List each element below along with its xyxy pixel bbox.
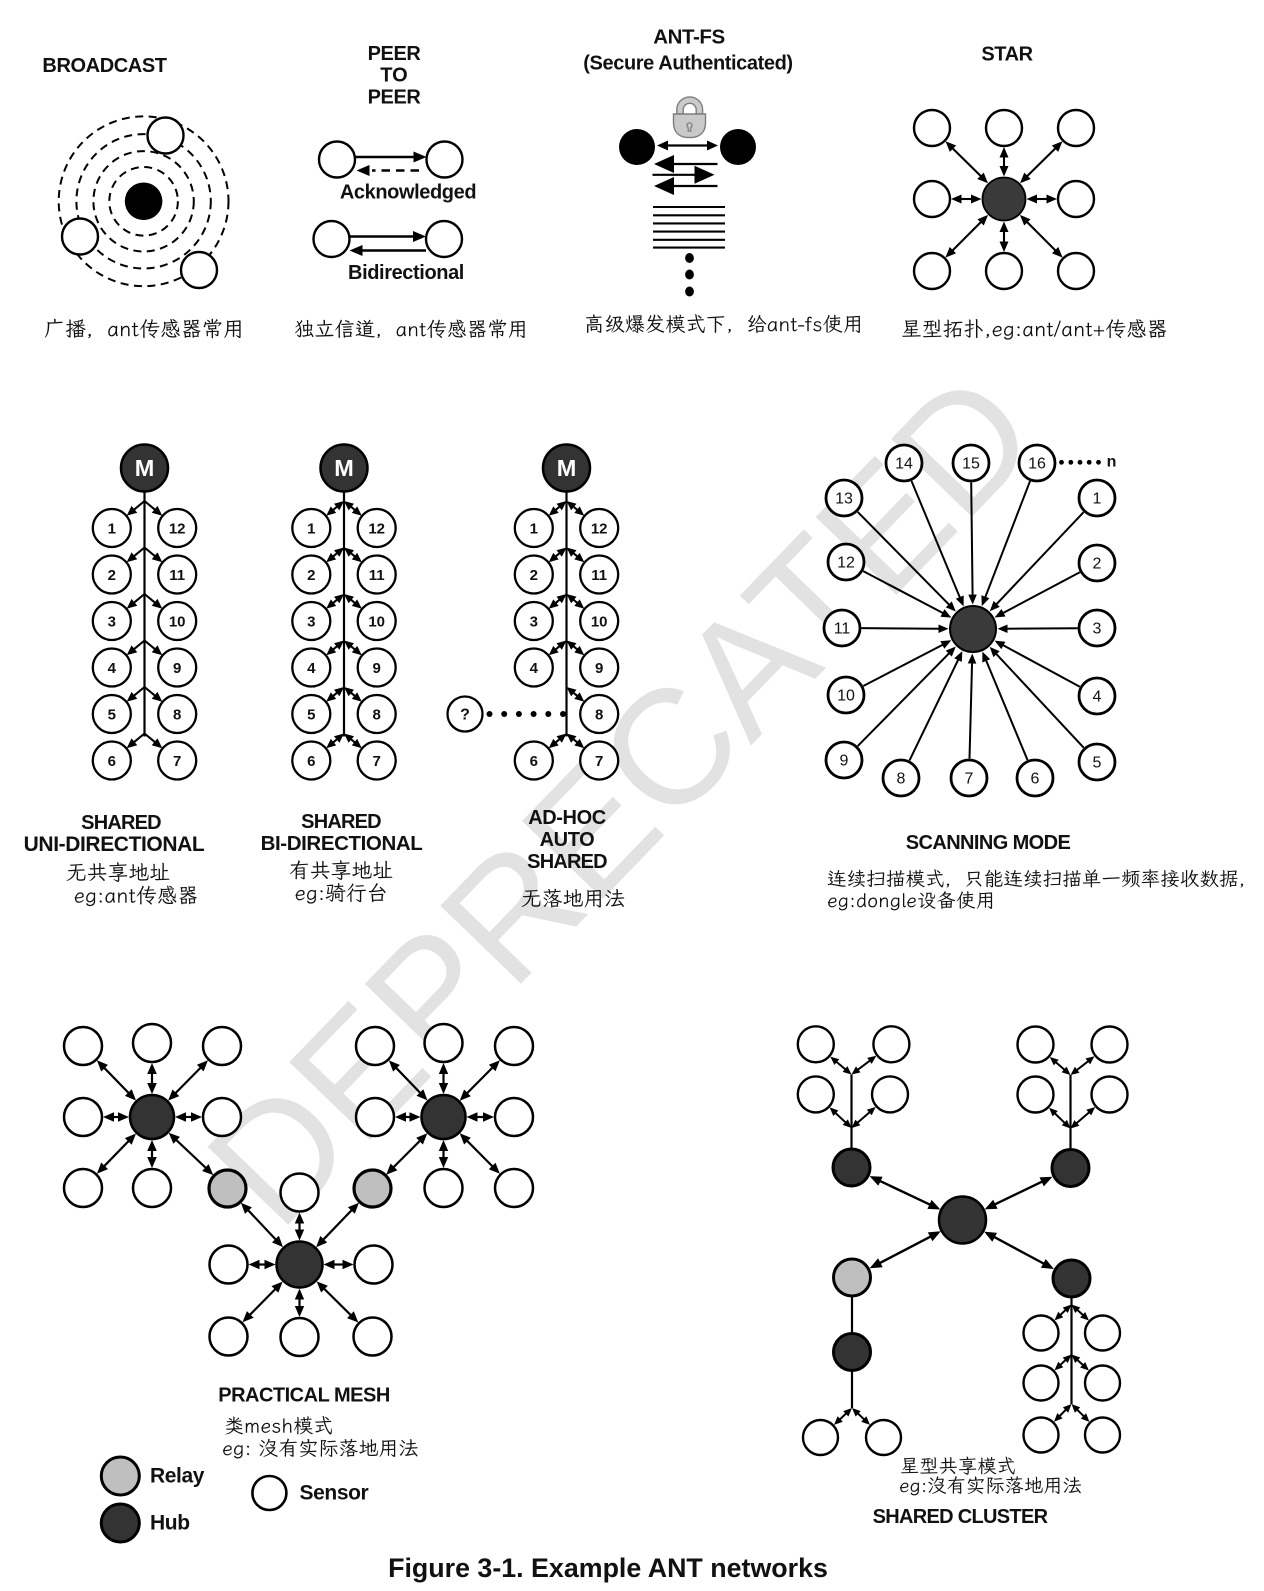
svg-text:10: 10: [837, 688, 855, 705]
svg-text:M: M: [557, 455, 577, 481]
svg-text:SHARED: SHARED: [527, 851, 607, 873]
svg-text:11: 11: [369, 567, 385, 584]
svg-text:9: 9: [373, 660, 381, 677]
svg-text:Sensor: Sensor: [300, 1482, 369, 1505]
svg-text:7: 7: [373, 753, 381, 770]
svg-text:8: 8: [897, 771, 906, 788]
svg-text:4: 4: [530, 660, 539, 677]
svg-text:10: 10: [169, 613, 186, 630]
svg-text:BROADCAST: BROADCAST: [42, 55, 166, 77]
svg-text:n: n: [1107, 454, 1117, 471]
svg-text:12: 12: [368, 520, 385, 537]
svg-text:SCANNING MODE: SCANNING MODE: [906, 832, 1071, 854]
svg-text:15: 15: [962, 456, 980, 473]
svg-text:Relay: Relay: [150, 1465, 205, 1488]
svg-text:10: 10: [368, 613, 385, 630]
svg-text:11: 11: [591, 567, 607, 584]
svg-text:SHARED CLUSTER: SHARED CLUSTER: [873, 1506, 1049, 1528]
svg-text:6: 6: [108, 753, 116, 770]
svg-text:3: 3: [1093, 621, 1102, 638]
svg-text:7: 7: [173, 753, 181, 770]
svg-text:16: 16: [1028, 456, 1046, 473]
svg-text:AUTO: AUTO: [540, 829, 595, 851]
svg-text:1: 1: [307, 520, 315, 537]
svg-text:6: 6: [1031, 771, 1040, 788]
svg-text:M: M: [135, 455, 155, 481]
svg-text:4: 4: [1093, 689, 1102, 706]
svg-text:9: 9: [173, 660, 181, 677]
svg-text:Acknowledged: Acknowledged: [340, 182, 476, 204]
svg-text:UNI-DIRECTIONAL: UNI-DIRECTIONAL: [24, 833, 205, 856]
svg-text:Bidirectional: Bidirectional: [348, 262, 464, 284]
svg-text:2: 2: [307, 567, 315, 584]
svg-text:PEER: PEER: [368, 43, 422, 65]
svg-text:AD-HOC: AD-HOC: [528, 807, 606, 829]
svg-text:BI-DIRECTIONAL: BI-DIRECTIONAL: [261, 832, 423, 855]
svg-text:(Secure Authenticated): (Secure Authenticated): [583, 53, 792, 75]
svg-text:8: 8: [373, 706, 381, 723]
svg-text:7: 7: [595, 753, 603, 770]
svg-text:3: 3: [530, 613, 538, 630]
svg-text:4: 4: [307, 660, 316, 677]
svg-text:12: 12: [169, 520, 186, 537]
svg-text:SHARED: SHARED: [301, 811, 381, 833]
svg-text:5: 5: [1093, 755, 1102, 772]
svg-text:6: 6: [530, 753, 538, 770]
svg-text:M: M: [334, 455, 354, 481]
svg-text:Figure 3-1. Example ANT networ: Figure 3-1. Example ANT networks: [388, 1553, 828, 1583]
svg-text:PRACTICAL MESH: PRACTICAL MESH: [218, 1385, 390, 1407]
svg-text:PEER: PEER: [368, 87, 422, 109]
svg-text:8: 8: [173, 706, 181, 723]
svg-text:Hub: Hub: [150, 1512, 190, 1535]
svg-text:STAR: STAR: [981, 44, 1033, 66]
svg-text:1: 1: [1093, 491, 1102, 508]
svg-text:SHARED: SHARED: [81, 812, 161, 834]
svg-text:2: 2: [1093, 556, 1102, 573]
svg-text:4: 4: [108, 660, 117, 677]
svg-text:6: 6: [307, 753, 315, 770]
svg-text:1: 1: [108, 520, 116, 537]
svg-text:12: 12: [837, 555, 855, 572]
svg-text:5: 5: [307, 706, 315, 723]
svg-text:3: 3: [307, 613, 315, 630]
svg-text:9: 9: [595, 660, 603, 677]
svg-text:8: 8: [595, 706, 603, 723]
svg-text:3: 3: [108, 613, 116, 630]
svg-text:14: 14: [895, 456, 913, 473]
svg-text:9: 9: [840, 753, 849, 770]
svg-text:?: ?: [460, 707, 470, 724]
svg-text:1: 1: [530, 520, 538, 537]
svg-text:11: 11: [834, 621, 851, 638]
svg-text:12: 12: [591, 520, 608, 537]
svg-text:2: 2: [108, 567, 116, 584]
svg-text:7: 7: [965, 771, 974, 788]
svg-text:5: 5: [108, 706, 116, 723]
svg-text:13: 13: [835, 491, 853, 508]
svg-text:2: 2: [530, 567, 538, 584]
svg-text:10: 10: [591, 613, 608, 630]
svg-text:TO: TO: [380, 65, 407, 87]
svg-text:ANT-FS: ANT-FS: [653, 26, 725, 49]
svg-text:11: 11: [169, 567, 185, 584]
